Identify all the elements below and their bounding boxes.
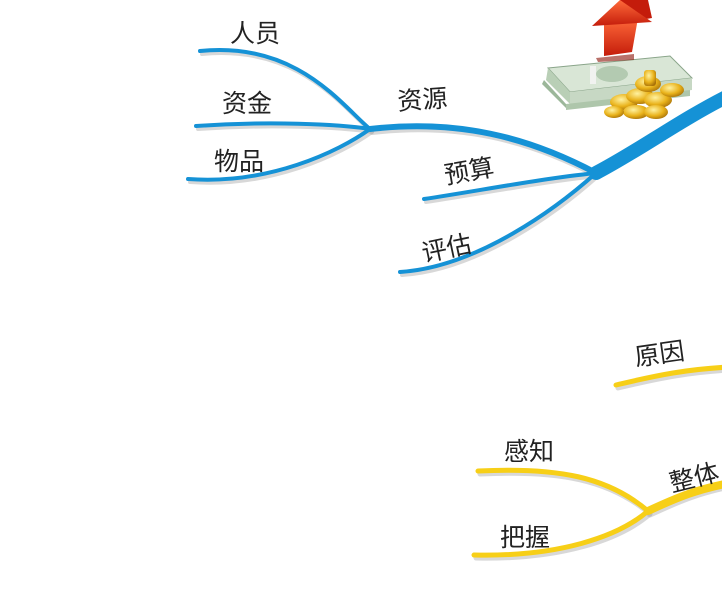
branch-ziyuan [367,123,599,176]
branch-bawo [471,508,651,558]
branch-wupin [186,127,372,182]
label-yuanyin: 原因 [633,336,687,372]
rising-arrow-icon [592,0,652,62]
branch-zhengti [644,480,722,515]
branch-yusuan [422,171,598,201]
gold-coins-icon [604,70,684,119]
branch-zijin [194,121,372,131]
label-ganzhi: 感知 [504,437,554,466]
branch-pinggu [398,171,598,274]
branch-ganzhi [475,467,651,514]
branch-trunk-blue [589,91,722,180]
label-bawo: 把握 [500,523,550,552]
branch-renyuan [198,47,372,131]
branch-yuanyin [613,364,722,388]
yellow-branch-group [471,364,722,561]
blue-branch-group [186,47,722,277]
label-renyuan: 人员 [230,19,280,48]
label-yusuan: 预算 [442,153,496,190]
label-wupin: 物品 [214,147,264,176]
label-ziyuan: 资源 [396,84,448,116]
label-zijin: 资金 [222,89,272,118]
money-and-rising-arrow-icon [542,0,694,119]
